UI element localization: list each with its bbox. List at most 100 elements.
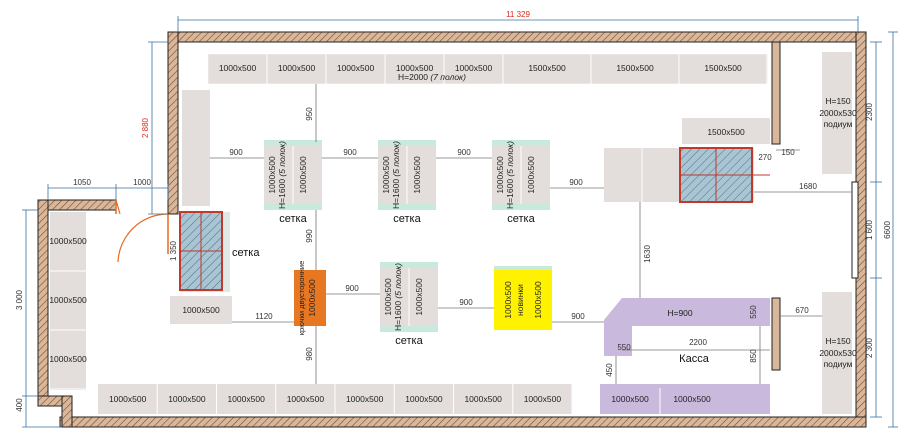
gondola-text: 1000x500 [267, 156, 277, 194]
top-shelf-label: 1000x500 [396, 63, 434, 73]
bottom-shelf-label: 1000x500 [346, 394, 384, 404]
door-width-label: 1000 [133, 178, 151, 187]
gap-990: 990 [305, 229, 314, 243]
gap-980: 980 [305, 347, 314, 361]
walls [37, 31, 867, 428]
left-setka-label: сетка [232, 247, 260, 259]
bottom-shelf-label: 1000x500 [227, 394, 265, 404]
left-upper-wall-shelf [182, 90, 210, 206]
gondola-text: 1000x500 [412, 156, 422, 194]
cashier-label: Касса [679, 353, 710, 365]
gap-950: 950 [305, 107, 314, 121]
gap-270-label: 270 [758, 153, 772, 162]
top-wall-note: H=2000 (7 полок) [398, 72, 466, 82]
top-shelf-label: 1000x500 [219, 63, 257, 73]
gap-150-label: 150 [781, 148, 795, 157]
new-items-shelf: 1000x500 новинки 1000x500 [494, 266, 552, 330]
podium-bottom: H=150 2000x530 подиум [819, 292, 857, 414]
gap-900-b: 900 [343, 148, 357, 157]
gondola-setka-label: сетка [507, 213, 535, 225]
podium-bottom-height: H=150 [825, 336, 851, 346]
hooks-shelf: 1000x500 крючки двусторонние [294, 261, 326, 336]
left-shelf-label: 1000x500 [49, 295, 87, 305]
gap-lines [210, 84, 852, 384]
cashier-box2: 1000x500 [673, 394, 711, 404]
gondola-text: H=1600 (5 полок) [393, 263, 403, 331]
gap-2200: 2200 [689, 338, 707, 347]
podium-top-size: 2000x530 [819, 108, 857, 118]
dimension-lines [22, 16, 898, 428]
gap-670: 670 [795, 306, 809, 315]
gap-900-e: 900 [345, 284, 359, 293]
gap-1350-label: 1 350 [169, 240, 178, 261]
vestibule-width-label: 1050 [73, 178, 91, 187]
vestibule-bottom-label: 400 [15, 398, 24, 412]
shelf-1500-label: 1500x500 [707, 127, 745, 137]
bottom-shelf-label: 1000x500 [168, 394, 206, 404]
gap-900-f: 900 [459, 298, 473, 307]
gondola-text: H=1600 (5 полок) [391, 141, 401, 209]
left-block: 1000x500 [170, 296, 232, 324]
gondola-setka-label: сетка [279, 213, 307, 225]
podium-top: H=150 2000x530 подиум [819, 52, 857, 174]
gap-1680: 1680 [799, 182, 817, 191]
new-items-label: новинки [515, 284, 525, 316]
podium-bottom-size: 2000x530 [819, 348, 857, 358]
right-cluster: 1500x500 270 150 [604, 118, 795, 203]
gap-1630: 1630 [643, 245, 652, 263]
podium-top-label: подиум [824, 119, 853, 129]
bottom-shelf-label: 1000x500 [464, 394, 502, 404]
left-top-height-label: 2 880 [141, 117, 150, 138]
gap-450: 450 [605, 363, 614, 377]
right-middle-label: 1 600 [865, 219, 874, 240]
right-bottom-label: 2 300 [865, 337, 874, 358]
gondola-text: 1000x500 [526, 156, 536, 194]
dimension-labels: 11 329 2 880 1050 1000 3 000 400 2300 1 … [15, 10, 892, 412]
new-items-size-b: 1000x500 [533, 281, 543, 319]
gondola-text: 1000x500 [381, 156, 391, 194]
top-wall-shelves: 1000x500 1000x500 1000x500 1000x500 1000x500… [207, 53, 769, 85]
top-shelf-label: 1500x500 [616, 63, 654, 73]
top-shelf-label: 1000x500 [455, 63, 493, 73]
bottom-shelf-label: 1000x500 [109, 394, 147, 404]
left-shelf-label: 1000x500 [49, 354, 87, 364]
gap-850: 850 [749, 349, 758, 363]
left-block-label: 1000x500 [182, 305, 220, 315]
top-shelf-label: 1500x500 [704, 63, 742, 73]
gap-labels: 900 900 900 900 950 990 980 1120 900 900… [229, 107, 817, 377]
hooks-shelf-size: 1000x500 [307, 279, 317, 317]
top-shelf-label: 1500x500 [528, 63, 566, 73]
bottom-shelf-label: 1000x500 [405, 394, 443, 404]
gondola-text: 1000x500 [298, 156, 308, 194]
hooks-shelf-label: крючки двусторонние [297, 261, 306, 336]
new-items-size-a: 1000x500 [503, 281, 513, 319]
top-shelf-label: 1000x500 [337, 63, 375, 73]
gap-900-a: 900 [229, 148, 243, 157]
gondola-text: H=1600 (5 полок) [505, 141, 515, 209]
gondola-setka-label: сетка [393, 213, 421, 225]
total-height-label: 6600 [883, 221, 892, 239]
bottom-shelf-label: 1000x500 [524, 394, 562, 404]
bottom-wall-shelves: 1000x500 1000x500 1000x500 1000x500 1000x500… [98, 384, 573, 414]
gondola-text: H=1600 (5 полок) [277, 141, 287, 209]
cashier-box1: 1000x500 [611, 394, 649, 404]
gap-900-c: 900 [457, 148, 471, 157]
gap-1120: 1120 [255, 312, 273, 321]
top-shelf-label: 1000x500 [278, 63, 316, 73]
entrance-door [115, 199, 169, 263]
cashier-area: H=900 Касса 1000x500 1000x500 [600, 298, 770, 414]
gondola-setka-label: сетка [395, 335, 423, 347]
left-wall-shelves: 1000x500 1000x500 1000x500 [49, 212, 87, 390]
right-top-label: 2300 [865, 103, 874, 121]
gondola-text: 1000x500 [495, 156, 505, 194]
gap-900-g: 900 [571, 312, 585, 321]
gondola-text: 1000x500 [414, 278, 424, 316]
left-shelf-label: 1000x500 [49, 236, 87, 246]
gap-550-a: 550 [617, 343, 631, 352]
gondola-text: 1000x500 [383, 278, 393, 316]
